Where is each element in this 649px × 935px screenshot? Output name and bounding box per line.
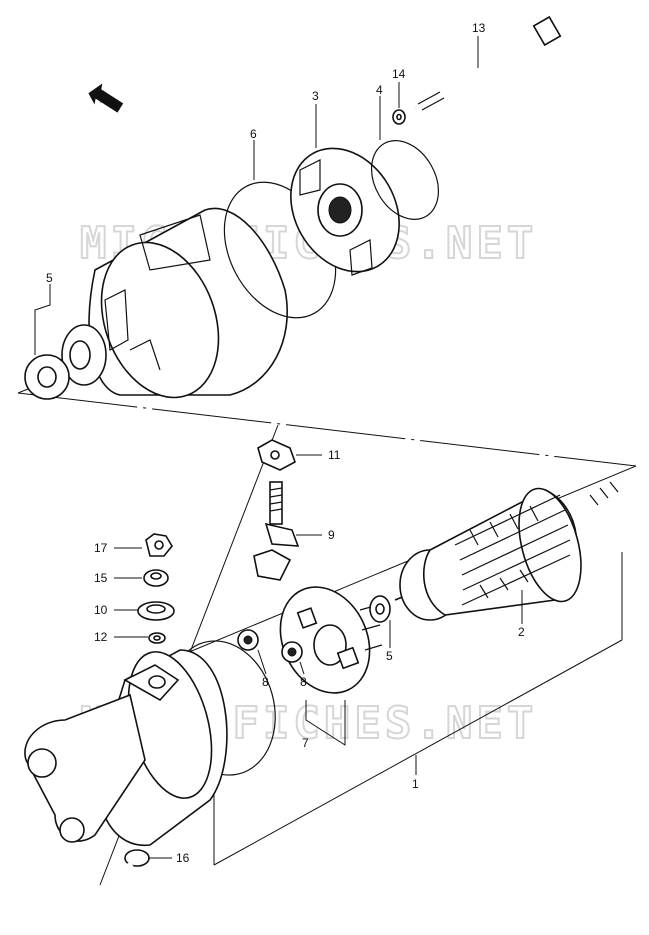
nut-15 bbox=[143, 569, 169, 587]
shim-washer-5-bottom bbox=[369, 595, 391, 623]
callout-10: 10 bbox=[94, 603, 108, 617]
through-bolt-13 bbox=[413, 15, 562, 111]
o-ring-4 bbox=[370, 140, 440, 220]
callout-numbers: 13 14 3 4 6 5 11 9 17 15 10 12 2 5 8 8 7… bbox=[46, 21, 525, 865]
fwd-arrow-icon: FWD bbox=[88, 83, 124, 113]
callout-12: 12 bbox=[94, 630, 108, 644]
nut-17 bbox=[145, 533, 173, 557]
callout-8-right: 8 bbox=[300, 675, 307, 689]
brush-8-right bbox=[281, 641, 303, 663]
callout-9: 9 bbox=[328, 528, 335, 542]
callout-7: 7 bbox=[302, 736, 309, 750]
callout-13: 13 bbox=[472, 21, 486, 35]
callout-6: 6 bbox=[250, 127, 257, 141]
washer-12 bbox=[148, 632, 166, 644]
shim-washers-5-top bbox=[24, 285, 107, 400]
callout-2: 2 bbox=[518, 625, 525, 639]
bolt-16 bbox=[108, 849, 150, 883]
yoke-housing bbox=[88, 207, 288, 399]
nut-11 bbox=[257, 439, 296, 471]
callout-4: 4 bbox=[376, 83, 383, 97]
callout-8-left: 8 bbox=[262, 675, 269, 689]
washer-14 bbox=[392, 109, 406, 125]
armature-2 bbox=[394, 476, 623, 621]
callout-17: 17 bbox=[94, 541, 108, 555]
brush-holder-7 bbox=[279, 586, 383, 694]
callout-1: 1 bbox=[412, 777, 419, 791]
front-housing-1 bbox=[24, 640, 276, 846]
end-cover-3 bbox=[290, 147, 400, 276]
callout-5-top: 5 bbox=[46, 271, 53, 285]
terminal-bolt-9 bbox=[253, 481, 300, 581]
callout-14: 14 bbox=[392, 67, 406, 81]
callout-16: 16 bbox=[176, 851, 190, 865]
callout-11: 11 bbox=[328, 448, 341, 462]
brush-8-left bbox=[237, 629, 259, 651]
callout-3: 3 bbox=[312, 89, 319, 103]
washer-10 bbox=[137, 601, 175, 621]
leader-lines bbox=[49, 36, 523, 859]
brush-bracket bbox=[305, 700, 346, 746]
callout-5-bottom: 5 bbox=[386, 649, 393, 663]
callout-15: 15 bbox=[94, 571, 108, 585]
